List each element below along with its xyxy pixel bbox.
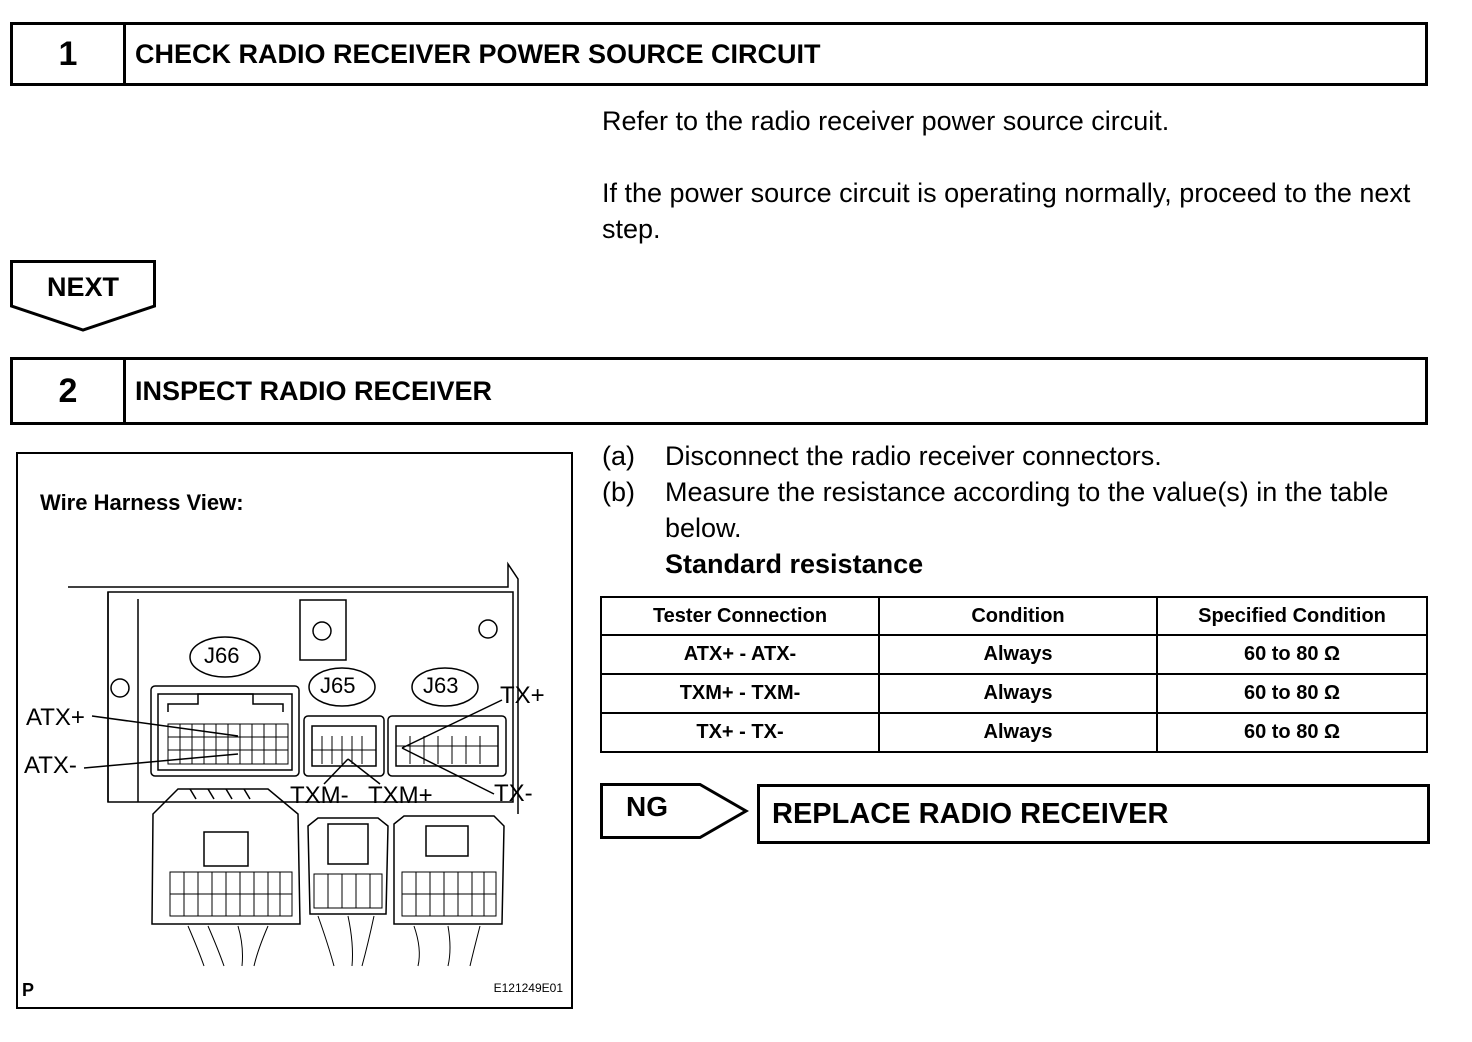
figure-heading: Wire Harness View:: [40, 490, 244, 515]
step-2-header: 2 INSPECT RADIO RECEIVER: [10, 357, 1428, 425]
wire-harness-figure: Wire Harness View: J66 J65 J63 ATX+ ATX-…: [16, 452, 573, 1009]
table-cell: 60 to 80 Ω: [1156, 712, 1428, 753]
inspection-instructions: (a) Disconnect the radio receiver connec…: [602, 438, 1425, 582]
table-cell: Always: [878, 673, 1158, 714]
connector-label-j63: J63: [423, 673, 459, 698]
next-arrow-shape: [10, 260, 156, 332]
next-label: NEXT: [46, 272, 119, 302]
connector-label-j65: J65: [320, 673, 356, 698]
table-cell: 60 to 80 Ω: [1156, 634, 1428, 675]
connector-drawing: [68, 561, 519, 967]
table-cell: TX+ - TX-: [600, 712, 880, 753]
instruction-b: (b) Measure the resistance according to …: [602, 474, 1425, 546]
terminal-label-tx-minus: TX-: [494, 780, 533, 807]
step-number: 1: [13, 25, 126, 83]
table-cell: 60 to 80 Ω: [1156, 673, 1428, 714]
step-1-text-1: Refer to the radio receiver power source…: [602, 106, 1170, 136]
table-row: TXM+ - TXM- Always 60 to 80 Ω: [600, 673, 1428, 714]
column-header: Specified Condition: [1156, 596, 1428, 636]
standard-resistance-heading: Standard resistance: [665, 549, 924, 579]
ng-action-box: REPLACE RADIO RECEIVER: [757, 784, 1430, 844]
step-title: CHECK RADIO RECEIVER POWER SOURCE CIRCUI…: [135, 38, 821, 69]
terminal-label-atx-plus: ATX+: [26, 704, 85, 731]
instruction-text: Disconnect the radio receiver connectors…: [665, 441, 1162, 471]
table-cell: ATX+ - ATX-: [600, 634, 880, 675]
table-header-row: Tester Connection Condition Specified Co…: [600, 596, 1428, 636]
step-1-header: 1 CHECK RADIO RECEIVER POWER SOURCE CIRC…: [10, 22, 1428, 86]
table-row: ATX+ - ATX- Always 60 to 80 Ω: [600, 634, 1428, 675]
table-cell: Always: [878, 634, 1158, 675]
connector-label-j66: J66: [204, 643, 240, 668]
instruction-marker: (a): [602, 441, 635, 471]
ng-label: NG: [626, 791, 668, 822]
terminal-label-atx-minus: ATX-: [24, 752, 77, 779]
step-title: INSPECT RADIO RECEIVER: [135, 375, 493, 406]
table-cell: Always: [878, 712, 1158, 753]
figure-corner-letter: P: [22, 980, 35, 1000]
step-1-text-2: If the power source circuit is operating…: [602, 178, 1411, 244]
terminal-label-tx-plus: TX+: [500, 682, 545, 709]
column-header: Condition: [878, 596, 1158, 636]
step-number: 2: [13, 360, 126, 422]
terminal-label-txm-minus: TXM-: [290, 782, 349, 809]
ng-marker: NG: [600, 783, 750, 839]
table-row: TX+ - TX- Always 60 to 80 Ω: [600, 712, 1428, 753]
instruction-a: (a) Disconnect the radio receiver connec…: [602, 438, 1425, 474]
ng-arrow-shape: [600, 783, 750, 839]
instruction-marker: (b): [602, 477, 635, 507]
next-marker: NEXT: [10, 260, 156, 332]
figure-code: E121249E01: [493, 981, 563, 995]
column-header: Tester Connection: [600, 596, 880, 636]
instruction-text: Measure the resistance according to the …: [665, 477, 1389, 543]
resistance-table: Tester Connection Condition Specified Co…: [600, 596, 1428, 753]
terminal-label-txm-plus: TXM+: [368, 782, 433, 809]
table-cell: TXM+ - TXM-: [600, 673, 880, 714]
